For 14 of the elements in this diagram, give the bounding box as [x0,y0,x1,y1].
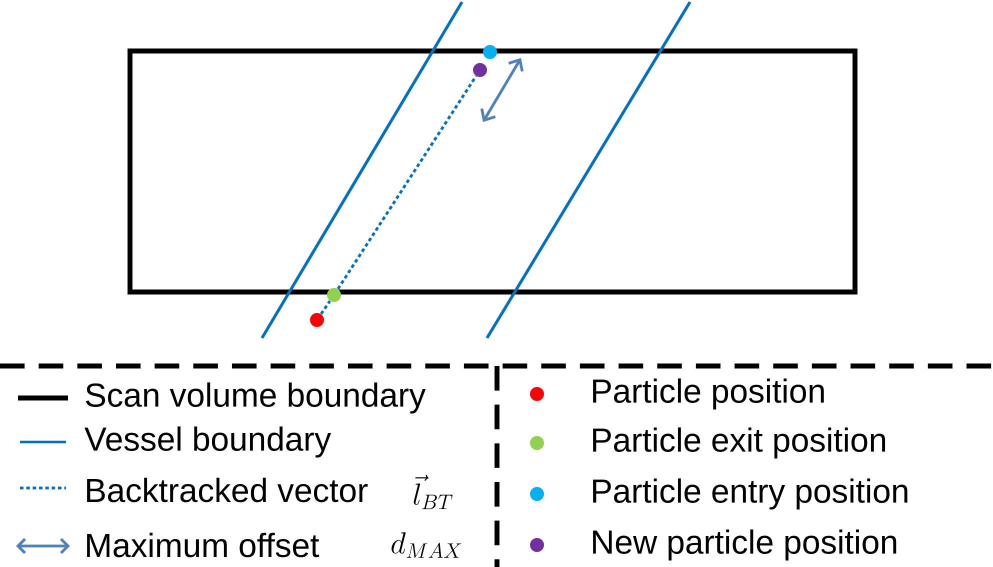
legend-text: Maximum offset [87,532,320,558]
legend-text: Particle entry position [593,478,908,510]
legend-text: Scan volume boundary [86,382,426,414]
legend-text: Particle exit position [593,427,886,459]
legend-text: Particle position [593,378,824,410]
symbol-label: $d_{MAX}$ [392,532,462,558]
particle-dot [483,45,497,59]
particle-dot [473,63,487,77]
symbol-label: $\vec{l}_{BT}$ [414,474,453,510]
legend-text: New particle position [593,529,896,561]
legend-text: Vessel boundary [84,426,332,458]
particle-dot [310,313,324,327]
particle-dot [327,288,341,302]
legend-text: Backtracked vector [87,478,368,502]
